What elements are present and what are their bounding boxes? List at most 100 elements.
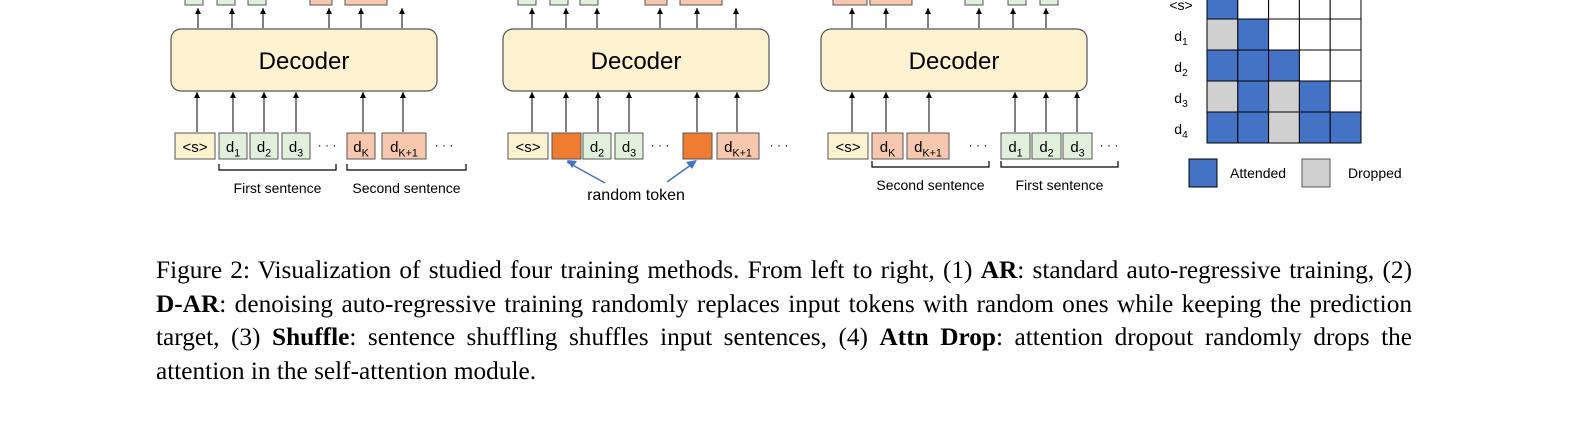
input-token [614,132,644,160]
attention-cell [1298,0,1331,20]
output-token-fragment [1007,0,1027,6]
output-token-fragment [247,0,267,6]
input-ellipsis: · · · [435,138,454,152]
decoder-box [502,28,770,92]
sentence-label: Second sentence [876,177,984,193]
caption-method-dar: D-AR [156,289,220,318]
input-ellipsis: · · · [770,138,789,152]
output-token-fragment [679,0,723,6]
attention-cell [1298,49,1331,82]
matrix-row-label: d4 [1174,121,1188,141]
input-token [346,132,376,160]
caption-text-3: : denoising auto-regressive training ran… [156,289,1412,352]
caption-text-5: : attention dropout randomly drops the a… [156,323,1412,385]
attention-cell [1329,0,1362,20]
attention-cell [1298,111,1331,144]
input-ellipsis: · · · [318,138,337,152]
output-token-fragment [549,0,569,6]
input-token [507,132,549,160]
output-token-fragment [1039,0,1059,6]
output-token-fragment [832,0,868,6]
attention-cell [1268,111,1300,144]
input-token [218,132,248,160]
legend-attended-swatch [1188,158,1218,188]
input-token [1031,132,1062,160]
caption-text-4: : sentence shuffling shuffles input sent… [349,323,880,351]
sentence-brace [1000,161,1119,168]
input-token [906,132,950,160]
input-token [1000,132,1031,160]
input-token [827,132,869,160]
output-token-fragment [344,0,388,6]
attention-cell [1237,0,1270,20]
note-arrowhead-left [567,160,577,168]
output-token-fragment [644,0,668,6]
legend-dropped-swatch [1301,158,1331,188]
random-token-note: random token [587,187,685,204]
input-token [174,132,216,160]
caption-figure-label: Figure 2: [156,256,250,284]
input-token-label: <s> [182,139,207,156]
attention-cell [1237,49,1270,82]
attention-cell [1268,0,1300,20]
input-token [716,132,760,160]
output-token-fragment [184,0,204,6]
sentence-brace [346,164,467,171]
input-token [871,132,904,160]
caption-method-ar: AR [980,256,1018,284]
attention-cell [1268,80,1300,113]
input-token [249,132,279,160]
attention-cell [1298,80,1331,113]
output-token-fragment [579,0,599,6]
attention-cell [1237,80,1270,113]
decoder-label: Decoder [591,48,682,75]
matrix-row-label: <s> [1169,0,1192,13]
attention-cell [1206,80,1239,113]
output-token-fragment [964,0,984,6]
output-token-fragment [216,0,236,6]
matrix-row-label: d3 [1174,90,1188,110]
decoder-label: Decoder [259,48,350,75]
input-token [281,132,311,160]
attention-cell [1206,49,1239,82]
attention-cell [1329,111,1362,144]
figure-caption: Figure 2: Visualization of studied four … [156,254,1412,388]
input-token [381,132,427,160]
sentence-label: First sentence [234,180,322,196]
attention-cell [1206,18,1239,51]
sentence-label: Second sentence [352,180,460,196]
caption-method-attn-drop: Attn Drop [879,323,996,351]
random-token [551,132,582,160]
output-token-fragment [309,0,333,6]
input-token [582,132,612,160]
sentence-brace [218,164,337,171]
sentence-brace [871,161,990,168]
input-token-label: <s> [515,139,540,156]
caption-text-1: Visualization of studied four training m… [249,256,981,284]
output-token-fragment [517,0,537,6]
input-ellipsis: · · · [969,138,988,152]
caption-text-2: : standard auto-regressive training, (2) [1017,256,1412,284]
decoder-box [170,28,438,92]
matrix-row-label: d2 [1174,59,1188,79]
caption-method-shuffle: Shuffle [272,323,350,351]
attention-cell [1329,18,1362,51]
attention-cell [1206,0,1239,20]
input-ellipsis: · · · [651,138,670,152]
legend-dropped-label: Dropped [1348,165,1402,181]
matrix-row-label: d1 [1174,28,1188,48]
input-token-label: <s> [835,139,860,156]
random-token [682,132,713,160]
sentence-label: First sentence [1016,177,1104,193]
output-token-fragment [869,0,913,6]
input-token [1062,132,1093,160]
attention-cell [1206,111,1239,144]
attention-cell [1329,49,1362,82]
attention-cell [1237,111,1270,144]
attention-cell [1298,18,1331,51]
attention-cell [1268,49,1300,82]
